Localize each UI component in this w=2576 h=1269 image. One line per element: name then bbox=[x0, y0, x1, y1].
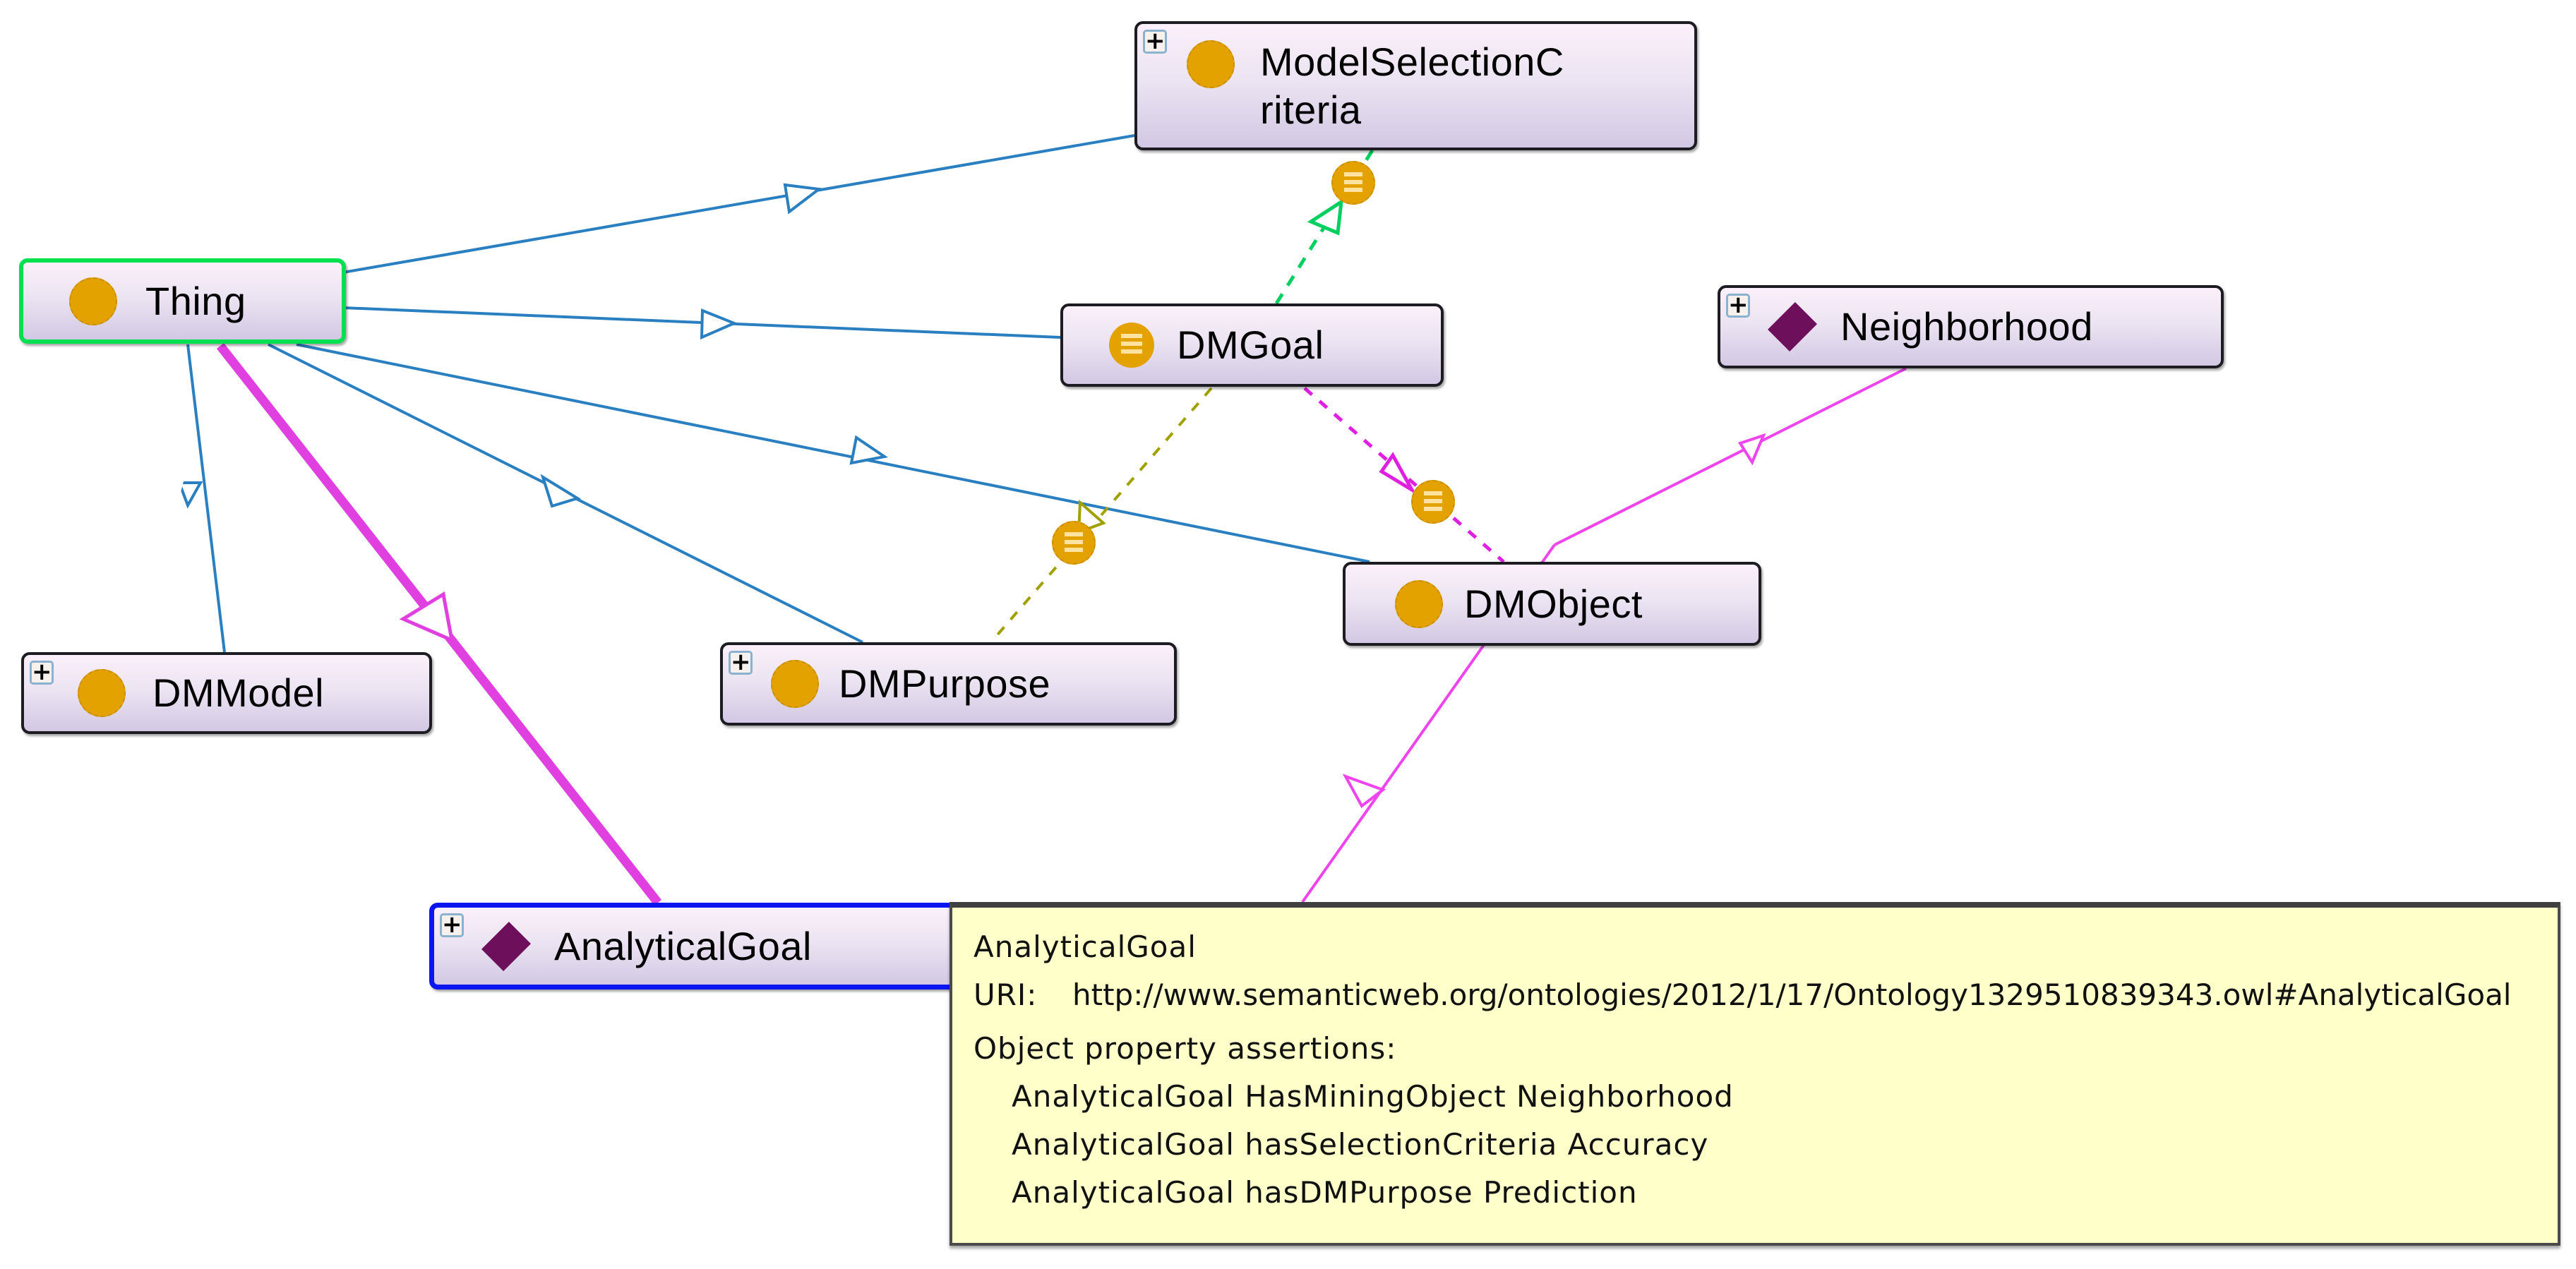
tooltip-uri-row: URI: http://www.semanticweb.org/ontologi… bbox=[974, 971, 2558, 1019]
class-circle-icon bbox=[1395, 579, 1443, 628]
object-property-icon[interactable] bbox=[1411, 480, 1455, 524]
node-analytical-goal[interactable]: + AnalyticalGoal bbox=[429, 903, 966, 990]
edge-arrowhead bbox=[177, 481, 203, 509]
node-label: DMPurpose bbox=[839, 661, 1051, 706]
class-circle-icon bbox=[78, 669, 126, 717]
node-neighborhood[interactable]: + Neighborhood bbox=[1718, 285, 2224, 368]
expand-icon[interactable]: + bbox=[440, 913, 464, 937]
node-dm-object[interactable]: DMObject bbox=[1343, 562, 1761, 646]
tooltip-assertion: AnalyticalGoal HasMiningObject Neighborh… bbox=[1012, 1079, 1734, 1114]
tooltip-assertion: AnalyticalGoal hasSelectionCriteria Accu… bbox=[1012, 1127, 1709, 1162]
edge-dmobject-neighborhood bbox=[1554, 367, 1907, 546]
expand-icon[interactable]: + bbox=[30, 660, 54, 685]
individual-diamond-icon bbox=[1767, 301, 1818, 352]
tooltip-assertion: AnalyticalGoal hasDMPurpose Prediction bbox=[1012, 1175, 1638, 1210]
edge-arrowhead bbox=[168, 481, 184, 508]
node-label: DMObject bbox=[1464, 581, 1643, 626]
expand-icon[interactable]: + bbox=[1143, 29, 1167, 54]
individual-diamond-icon bbox=[481, 921, 532, 971]
node-thing[interactable]: Thing bbox=[19, 258, 346, 344]
class-circle-icon bbox=[69, 277, 117, 325]
class-circle-icon bbox=[1187, 40, 1235, 88]
edge-thing-dmmodel bbox=[186, 344, 226, 653]
edge-dmgoal-dmobject bbox=[1303, 387, 1505, 563]
defined-class-icon bbox=[1109, 323, 1154, 368]
node-dm-goal[interactable]: DMGoal bbox=[1060, 303, 1444, 387]
expand-icon[interactable]: + bbox=[729, 650, 753, 675]
tooltip-uri-label: URI: bbox=[974, 978, 1038, 1012]
class-circle-icon bbox=[771, 660, 819, 708]
edge-arrowhead bbox=[1737, 433, 1766, 466]
node-tooltip: AnalyticalGoal URI: http://www.semanticw… bbox=[949, 902, 2560, 1246]
node-label: ModelSelectionC riteria bbox=[1260, 39, 1564, 132]
tooltip-assertions-header: Object property assertions: bbox=[974, 1031, 1397, 1066]
edge-arrowhead bbox=[849, 435, 889, 465]
edge-arrowhead bbox=[399, 591, 455, 644]
node-label: Thing bbox=[145, 278, 246, 323]
node-label: Neighborhood bbox=[1840, 304, 2093, 349]
edge-thing-modelselectioncriteria bbox=[342, 134, 1135, 274]
edge-arrowhead bbox=[783, 183, 823, 215]
tooltip-uri: http://www.semanticweb.org/ontologies/20… bbox=[1072, 978, 2512, 1012]
node-label: DMModel bbox=[152, 670, 325, 715]
edge-arrowhead bbox=[700, 308, 738, 340]
node-label: DMGoal bbox=[1177, 323, 1324, 367]
object-property-icon[interactable] bbox=[1052, 521, 1096, 565]
tooltip-title: AnalyticalGoal bbox=[974, 930, 1197, 964]
node-dm-model[interactable]: + DMModel bbox=[21, 652, 432, 734]
edge-arrowhead bbox=[1342, 774, 1386, 809]
node-label: AnalyticalGoal bbox=[554, 923, 812, 968]
edge-thing-dmobject bbox=[296, 343, 1370, 563]
node-dm-purpose[interactable]: + DMPurpose bbox=[720, 642, 1177, 726]
edge-arrowhead bbox=[1307, 198, 1344, 236]
node-model-selection-criteria[interactable]: + ModelSelectionC riteria bbox=[1134, 21, 1697, 150]
edge-arrowhead bbox=[1379, 452, 1417, 495]
expand-icon[interactable]: + bbox=[1726, 293, 1750, 318]
edge-arrowhead bbox=[540, 474, 581, 508]
object-property-icon[interactable] bbox=[1331, 161, 1375, 205]
edge-dmgoal-dmpurpose bbox=[993, 387, 1213, 640]
